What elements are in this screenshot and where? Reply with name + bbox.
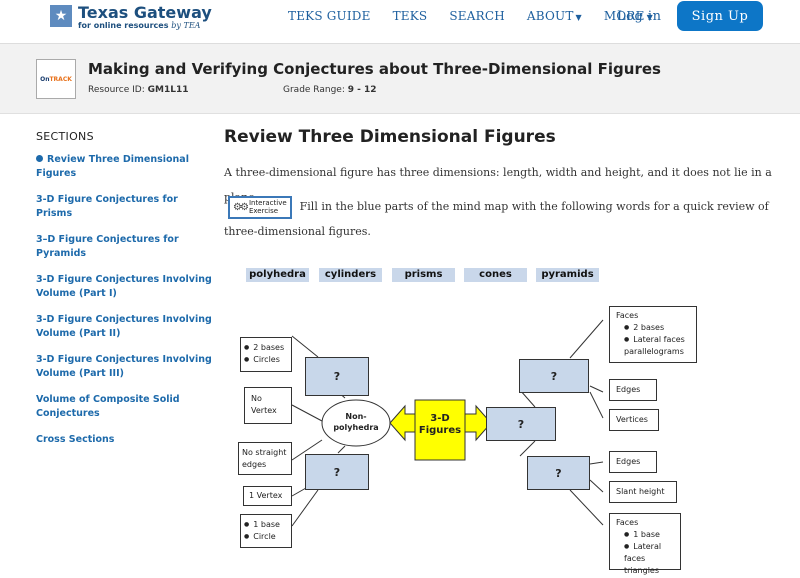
info-box-one-vertex: 1 Vertex: [243, 486, 292, 506]
top-nav: ★ Texas Gateway for online resources by …: [0, 0, 800, 44]
resource-header: OnTRACK Making and Verifying Conjectures…: [0, 44, 800, 114]
word-tag-cones[interactable]: cones: [464, 268, 527, 282]
info-box-no-straight-edges: No straight edges: [238, 442, 292, 475]
center-label: 3-D Figures: [418, 413, 462, 436]
sidebar-item-composite[interactable]: Volume of Composite Solid Conjectures: [36, 394, 180, 419]
word-tag-pyramids[interactable]: pyramids: [536, 268, 599, 282]
grade-range: Grade Range: 9 - 12: [283, 85, 377, 95]
sidebar-item-prisms[interactable]: 3-D Figure Conjectures for Prisms: [36, 194, 178, 219]
info-box-faces-top: Faces 2 basesLateral faces parallelogram…: [609, 306, 697, 363]
info-box-vertices: Vertices: [609, 409, 659, 431]
answer-box-left-top[interactable]: ?: [305, 357, 369, 396]
resource-title: Making and Verifying Conjectures about T…: [88, 60, 661, 78]
resource-id: Resource ID: GM1L11: [88, 85, 189, 95]
non-polyhedra-oval: [321, 399, 391, 447]
section-title: Review Three Dimensional Figures: [224, 127, 556, 147]
caret-down-icon: ▼: [575, 13, 582, 22]
word-tag-prisms[interactable]: prisms: [392, 268, 455, 282]
sidebar-item-volume-2[interactable]: 3-D Figure Conjectures Involving Volume …: [36, 314, 212, 339]
info-box-one-base-circle: 1 baseCircle: [240, 514, 292, 548]
info-box-edges-bottom: Edges: [609, 451, 657, 473]
nav-more[interactable]: MORE▼: [603, 9, 653, 23]
answer-box-right-bottom[interactable]: ?: [527, 456, 590, 490]
info-box-slant-height: Slant height: [609, 481, 677, 503]
info-box-edges-top: Edges: [609, 379, 657, 401]
logo-subtitle: for online resources by TEA: [78, 21, 201, 30]
nav-teks-guide[interactable]: TEKS GUIDE: [288, 9, 371, 23]
sidebar-item-cross-sections[interactable]: Cross Sections: [36, 434, 115, 445]
sidebar-item-pyramids[interactable]: 3–D Figure Conjectures for Pyramids: [36, 234, 179, 259]
nav-teks[interactable]: TEKS: [392, 9, 428, 23]
signup-button[interactable]: Sign Up: [677, 1, 763, 31]
nav-about[interactable]: ABOUT▼: [526, 9, 582, 23]
answer-box-right-top[interactable]: ?: [519, 359, 589, 393]
sections-sidebar: SECTIONS Review Three Dimensional Figure…: [36, 130, 216, 459]
star-icon: ★: [50, 5, 72, 27]
nav-search[interactable]: SEARCH: [449, 9, 505, 23]
site-logo[interactable]: ★ Texas Gateway for online resources by …: [50, 4, 212, 30]
non-polyhedra-label: Non-polyhedra: [333, 412, 379, 432]
word-tag-cylinders[interactable]: cylinders: [319, 268, 382, 282]
answer-box-right-middle[interactable]: ?: [486, 407, 556, 441]
info-box-faces-bottom: Faces 1 baseLateral faces triangles: [609, 513, 681, 575]
sidebar-item-volume-3[interactable]: 3-D Figure Conjectures Involving Volume …: [36, 354, 212, 379]
center-box: [414, 399, 466, 461]
answer-box-left-bottom[interactable]: ?: [305, 454, 369, 490]
sidebar-item-volume-1[interactable]: 3-D Figure Conjectures Involving Volume …: [36, 274, 212, 299]
sections-heading: SECTIONS: [36, 130, 94, 143]
caret-down-icon: ▼: [646, 13, 653, 22]
ontrack-badge: OnTRACK: [36, 59, 76, 99]
gears-icon: ⚙⚙: [233, 201, 249, 213]
login-link[interactable]: Log in: [617, 9, 662, 24]
word-tag-polyhedra[interactable]: polyhedra: [246, 268, 309, 282]
nav-links: TEKS GUIDE TEKS SEARCH ABOUT▼ MORE▼: [288, 9, 675, 23]
sidebar-item-review[interactable]: Review Three Dimensional Figures: [36, 154, 189, 179]
current-dot-icon: [36, 155, 43, 162]
logo-title: Texas Gateway: [78, 3, 212, 22]
info-box-two-bases-circles: 2 basesCircles: [240, 337, 292, 372]
info-box-no-vertex: No Vertex: [244, 387, 292, 424]
